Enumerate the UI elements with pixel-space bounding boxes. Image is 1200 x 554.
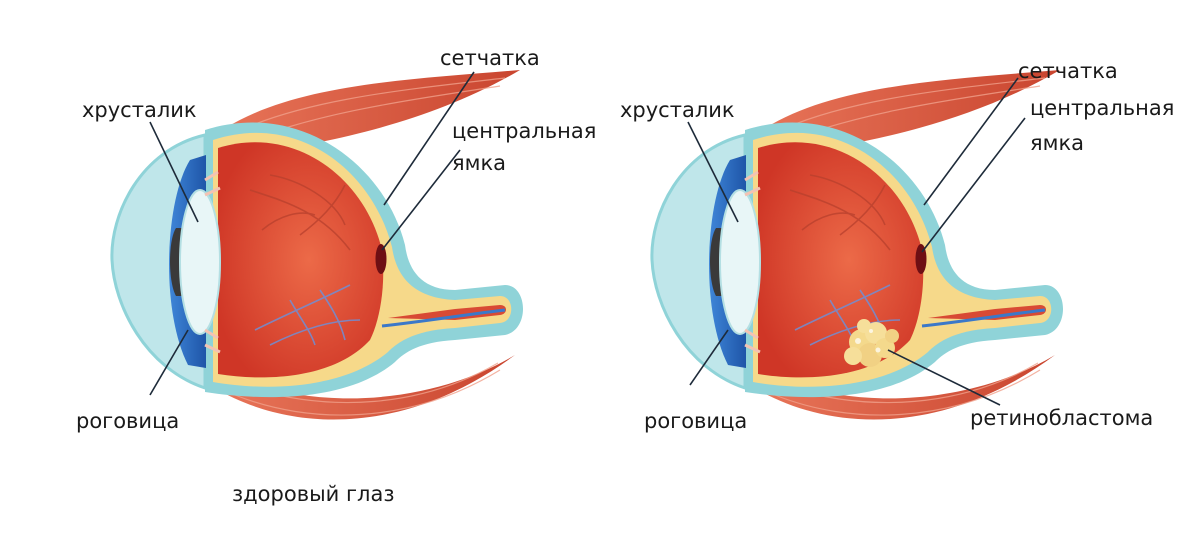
leader-fovea-affected xyxy=(921,117,1026,253)
label-cornea-affected: роговица xyxy=(644,409,747,433)
label-lens-healthy: хрусталик xyxy=(82,98,197,122)
leader-lens-healthy xyxy=(149,121,199,223)
leader-tumor xyxy=(887,349,1001,406)
label-retina-affected: сетчатка xyxy=(1018,59,1118,83)
label-fovea-line2-healthy: ямка xyxy=(452,151,506,175)
label-fovea-line1-healthy: центральная xyxy=(452,119,596,143)
label-fovea-line1-affected: центральная xyxy=(1030,96,1174,120)
label-cornea-healthy: роговица xyxy=(76,409,179,433)
leader-cornea-healthy xyxy=(149,329,189,396)
leader-retina-affected xyxy=(923,77,1019,206)
leader-fovea-healthy xyxy=(381,149,461,251)
label-fovea-line2-affected: ямка xyxy=(1030,131,1084,155)
label-retina-healthy: сетчатка xyxy=(440,46,540,70)
leader-lens-affected xyxy=(687,121,739,223)
retinoblastoma-tumor xyxy=(844,319,899,367)
leader-retina-healthy xyxy=(383,71,475,206)
healthy-eye-diagram: хрусталик сетчатка центральная ямка рого… xyxy=(76,46,596,506)
affected-eye-diagram: хрусталик сетчатка центральная ямка рого… xyxy=(620,59,1174,433)
affected-eye-illustration xyxy=(650,68,1065,422)
label-retinoblastoma: ретинобластома xyxy=(970,406,1153,430)
caption-healthy-eye: здоровый глаз xyxy=(232,482,394,506)
label-lens-affected: хрусталик xyxy=(620,98,735,122)
leader-cornea-affected xyxy=(689,329,729,386)
